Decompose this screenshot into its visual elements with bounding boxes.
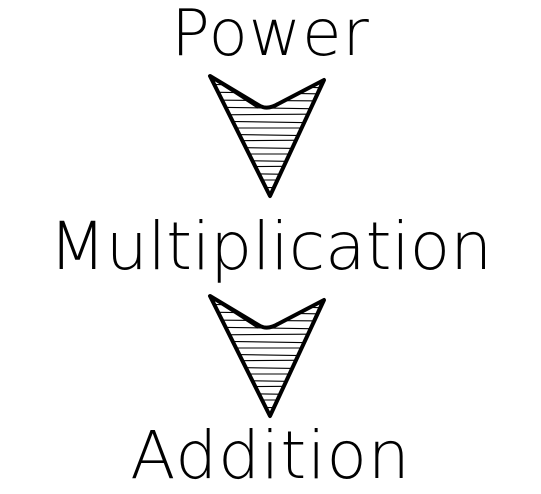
arrow-outline — [208, 294, 326, 418]
arrow-sketch-stroke — [212, 78, 322, 193]
level-label-addition: Addition — [130, 417, 411, 494]
level-label-power: Power — [171, 0, 370, 71]
arrow-hatching — [210, 83, 324, 189]
down-arrow-icon — [208, 74, 326, 198]
arrow-hatching — [210, 303, 324, 409]
down-arrow-icon — [208, 294, 326, 418]
level-label-multiplication: Multiplication — [48, 208, 493, 285]
arrow-outline — [208, 74, 326, 198]
arrow-sketch-stroke — [212, 298, 322, 413]
